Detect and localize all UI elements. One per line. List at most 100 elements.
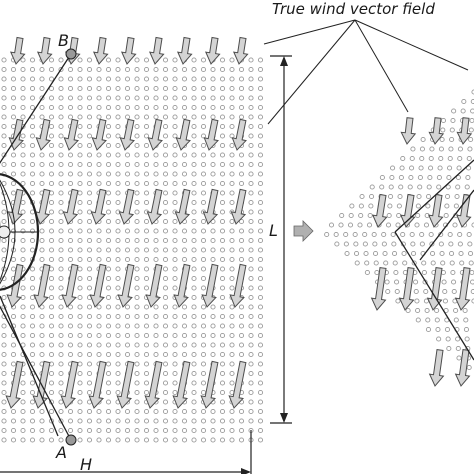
- grid-dot: [67, 104, 74, 111]
- wind-arrow: [426, 267, 443, 311]
- grid-dot: [219, 342, 226, 348]
- grid-dot: [10, 76, 17, 82]
- grid-dot: [248, 133, 254, 139]
- grid-dot: [115, 228, 121, 234]
- wind-arrow: [33, 263, 51, 308]
- grid-dot: [39, 114, 45, 120]
- grid-dot: [200, 76, 207, 82]
- grid-dot: [96, 304, 102, 310]
- grid-dot: [439, 250, 445, 257]
- grid-dot: [181, 408, 188, 415]
- grid-dot: [450, 269, 456, 276]
- grid-dot: [153, 418, 159, 424]
- grid-dot: [48, 380, 55, 386]
- grid-dot: [219, 218, 226, 225]
- grid-dot: [181, 351, 188, 358]
- grid-dot: [77, 285, 83, 291]
- grid-dot: [248, 389, 254, 396]
- grid-dot: [428, 165, 434, 171]
- grid-dot: [1, 323, 7, 329]
- grid-dot: [229, 104, 235, 111]
- grid-dot: [20, 142, 26, 149]
- grid-dot: [248, 152, 254, 158]
- grid-dot: [257, 237, 264, 244]
- grid-dot: [210, 332, 216, 339]
- grid-dot: [172, 152, 178, 158]
- grid-dot: [143, 142, 150, 149]
- grid-dot: [29, 275, 36, 282]
- grid-dot: [1, 294, 7, 301]
- grid-dot: [20, 199, 26, 206]
- grid-dot: [96, 171, 102, 177]
- grid-dot: [48, 142, 55, 149]
- grid-dot: [1, 66, 7, 73]
- grid-dot: [444, 203, 450, 209]
- grid-dot: [124, 437, 131, 443]
- grid-dot: [48, 285, 55, 291]
- grid-dot: [29, 418, 36, 424]
- grid-dot: [191, 342, 197, 348]
- grid-dot: [86, 152, 93, 158]
- grid-dot: [438, 241, 444, 247]
- grid-dot: [368, 193, 375, 200]
- grid-dot: [219, 180, 226, 187]
- grid-dot: [162, 57, 169, 63]
- grid-dot: [67, 237, 74, 244]
- grid-dot: [77, 266, 83, 272]
- grid-dot: [105, 370, 112, 377]
- grid-dot: [105, 142, 112, 149]
- grid-dot: [162, 142, 169, 149]
- grid-dot: [153, 237, 159, 244]
- grid-dot: [86, 313, 93, 320]
- title-leader-lines: [263, 19, 469, 125]
- grid-dot: [257, 114, 264, 120]
- wind-arrow: [399, 193, 416, 228]
- grid-dot: [143, 76, 150, 82]
- grid-dot: [229, 247, 235, 253]
- grid-dot: [48, 95, 55, 101]
- grid-dot: [29, 171, 36, 177]
- wind-arrow: [454, 349, 471, 387]
- grid-dot: [219, 123, 226, 130]
- label-b: B: [58, 31, 69, 50]
- grid-dot: [372, 250, 379, 257]
- grid-dot: [399, 165, 405, 171]
- grid-dot: [248, 76, 254, 82]
- grid-dot: [134, 427, 140, 434]
- grid-dot: [58, 228, 64, 234]
- grid-dot: [105, 161, 112, 168]
- grid-dot: [115, 418, 121, 424]
- grid-dot: [172, 342, 178, 348]
- grid-dot: [115, 332, 121, 339]
- grid-dot: [86, 370, 93, 377]
- grid-dot: [105, 361, 112, 367]
- grid-dot: [181, 437, 188, 443]
- grid-dot: [58, 152, 64, 158]
- grid-dot: [20, 180, 26, 187]
- grid-dot: [134, 180, 140, 187]
- grid-dot: [39, 66, 45, 73]
- grid-dot: [172, 427, 178, 434]
- grid-dot: [124, 256, 131, 263]
- grid-dot: [238, 85, 245, 92]
- grid-dot: [338, 222, 344, 228]
- grid-dot: [181, 66, 188, 73]
- grid-dot: [10, 171, 17, 177]
- grid-dot: [210, 228, 216, 234]
- grid-dot: [219, 437, 226, 443]
- grid-dot: [210, 427, 216, 434]
- grid-dot: [115, 133, 121, 139]
- grid-dot: [77, 389, 83, 396]
- grid-dot: [134, 275, 140, 282]
- grid-dot: [134, 332, 140, 339]
- grid-dot: [172, 351, 178, 358]
- grid-dot: [466, 231, 472, 238]
- wind-arrow: [34, 188, 51, 225]
- grid-dot: [162, 228, 169, 234]
- grid-dot: [162, 114, 169, 120]
- grid-dot: [200, 237, 207, 244]
- grid-dot: [10, 437, 17, 443]
- grid-dot: [191, 304, 197, 310]
- grid-dot: [10, 152, 17, 158]
- grid-dot: [210, 418, 216, 424]
